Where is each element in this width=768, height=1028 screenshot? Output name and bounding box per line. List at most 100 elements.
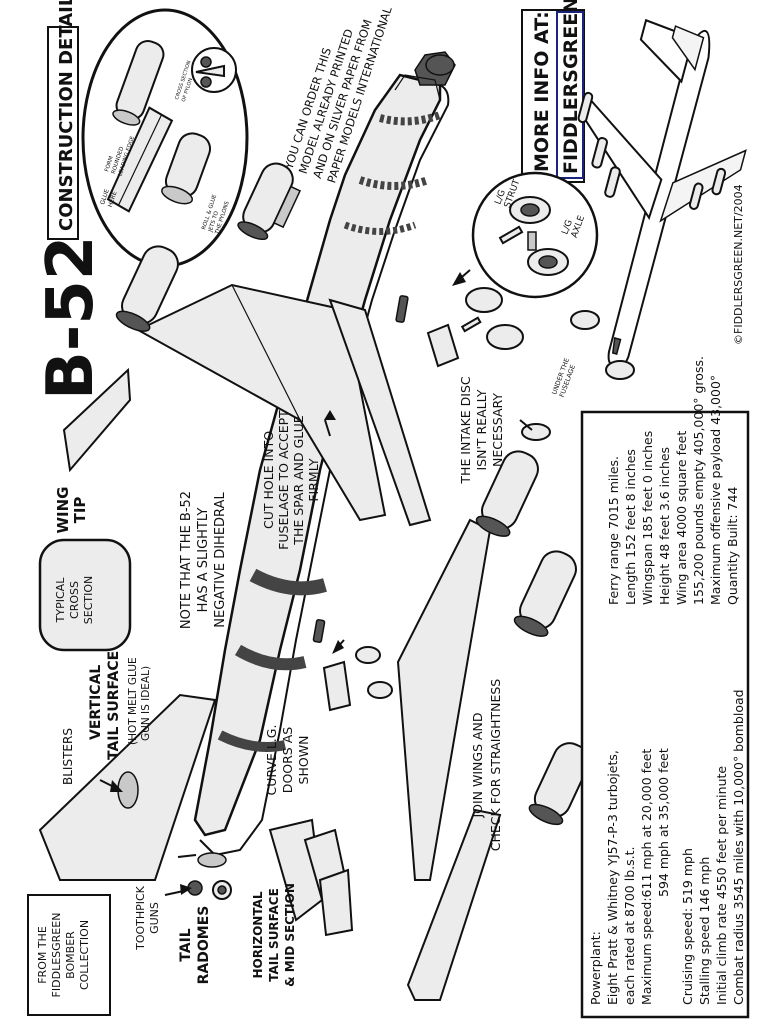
engine-pod-1 bbox=[237, 162, 302, 241]
b52-illustration bbox=[577, 18, 747, 368]
more-info-url[interactable]: FIDDLERSGREEN.NET bbox=[560, 0, 582, 174]
label-dihedral-3: NEGATIVE DIHEDRAL bbox=[213, 492, 228, 628]
spec-left-7: Initial climb rate 4550 feet per minute bbox=[714, 766, 729, 1005]
label-curve-lg-3: SHOWN bbox=[296, 736, 311, 785]
more-info-line1: MORE INFO AT: bbox=[531, 11, 553, 172]
pylon-cross-section bbox=[191, 47, 237, 93]
landing-gear-inset bbox=[471, 171, 599, 299]
construction-inset: FORM ROUNDED LEADING EDGE GLUE HERE ROLL… bbox=[81, 8, 249, 268]
spec-right-3: Height 48 feet 3.6 inches bbox=[657, 447, 672, 605]
title: B-52 bbox=[34, 236, 108, 400]
spec-left-8: Combat radius 3545 miles with 10,000° bo… bbox=[731, 689, 746, 1005]
label-blisters-text: BLISTERS bbox=[61, 728, 75, 785]
label-hot-melt-1: (HOT MELT GLUE bbox=[127, 657, 139, 745]
label-horizontal-2: TAIL SURFACE bbox=[267, 888, 281, 982]
label-tail-radomes: TAIL RADOMES bbox=[178, 906, 212, 985]
label-toothpick-1: TOOTHPICK bbox=[134, 885, 147, 951]
arrows bbox=[99, 269, 533, 896]
label-dihedral-1: NOTE THAT THE B-52 bbox=[179, 491, 194, 629]
spec-right-5: 155,200 pounds empty 405,000° gross. bbox=[691, 356, 706, 605]
label-join-wings-1: JOIN WINGS AND bbox=[470, 712, 485, 818]
label-wing-tip-1: WING bbox=[54, 487, 72, 534]
label-under-fuselage: UNDER THE FUSELAGE bbox=[550, 357, 577, 398]
label-lg-strut-1: L/G bbox=[493, 188, 508, 206]
collection-3: BOMBER bbox=[64, 931, 77, 979]
spec-left-1: Eight Pratt & Whitney YJ57-P-3 turbojets… bbox=[605, 750, 620, 1005]
label-join-wings-2: CHECK FOR STRAIGHTNESS bbox=[488, 679, 503, 852]
label-wing-tip: WING TIP bbox=[54, 487, 89, 534]
label-dihedral-2: HAS A SLIGHTLY bbox=[196, 508, 211, 613]
inset-engine-top bbox=[112, 40, 165, 126]
label-blisters: BLISTERS bbox=[61, 728, 75, 785]
engine-pod-3 bbox=[475, 450, 539, 537]
label-hot-melt: (HOT MELT GLUE GUN IS IDEAL) bbox=[127, 657, 152, 745]
label-intake-2: ISN'T REALLY bbox=[474, 389, 489, 470]
main-wing bbox=[62, 283, 432, 527]
spec-left-0: Powerplant: bbox=[588, 931, 603, 1005]
label-cut-hole-4: FIRMLY bbox=[306, 458, 321, 502]
spec-left-2: each rated at 8700 lb.s.t. bbox=[622, 847, 637, 1005]
label-intake-3: NECESSARY bbox=[490, 393, 505, 467]
spec-left-5: Cruising speed: 519 mph bbox=[680, 848, 695, 1005]
label-lg-axle-1: L/G bbox=[560, 218, 575, 236]
inset-label-score-1: FORM bbox=[104, 155, 115, 172]
label-vertical-tail: VERTICAL TAIL SURFACE bbox=[88, 651, 122, 760]
label-horizontal-tail: HORIZONTAL TAIL SURFACE & MID SECTION bbox=[251, 883, 297, 987]
label-hot-melt-2: GUN IS IDEAL) bbox=[140, 666, 152, 741]
label-curve-lg-1: CURVE L.G. bbox=[264, 725, 279, 796]
label-intake-1: THE INTAKE DISC bbox=[458, 376, 473, 484]
collection-4: COLLECTION bbox=[78, 920, 91, 990]
label-intake-disc: THE INTAKE DISC ISN'T REALLY NECESSARY bbox=[458, 376, 505, 484]
cross-section-3: SECTION bbox=[82, 576, 95, 624]
label-cut-hole-2: FUSELAGE TO ACCEPT bbox=[276, 410, 291, 550]
fuselage bbox=[193, 51, 456, 868]
lower-wing bbox=[396, 518, 502, 1001]
label-radomes-1: TAIL bbox=[178, 928, 194, 962]
collection-box: FROM THE FIDDLESGREEN BOMBER COLLECTION bbox=[27, 894, 111, 1016]
construction-heading: CONSTRUCTION DETAILS bbox=[47, 0, 79, 240]
engine-pod-4 bbox=[513, 550, 577, 637]
spec-right-2: Wingspan 185 feet 0 inches bbox=[640, 431, 655, 605]
construction-heading-text: CONSTRUCTION DETAILS bbox=[56, 0, 77, 231]
label-curve-lg: CURVE L.G. DOORS AS SHOWN bbox=[264, 725, 311, 796]
label-radomes-2: RADOMES bbox=[196, 906, 212, 985]
engine-pod-5 bbox=[528, 742, 591, 826]
inset-wing-section bbox=[106, 106, 174, 213]
label-dihedral: NOTE THAT THE B-52 HAS A SLIGHTLY NEGATI… bbox=[179, 491, 228, 629]
copyright: ©FIDDLERSGREEN.NET/2004 bbox=[732, 184, 745, 345]
inset-label-glue: GLUE HERE bbox=[99, 188, 118, 208]
collection-1: FROM THE bbox=[36, 926, 49, 984]
spec-right-1: Length 152 feet 8 inches bbox=[623, 449, 638, 605]
label-vertical-1: VERTICAL bbox=[88, 665, 104, 740]
spec-left-4: 594 mph at 35,000 feet bbox=[656, 748, 671, 897]
inset-label-glue-1: GLUE bbox=[99, 188, 111, 205]
spec-right-7: Quantity Built: 744 bbox=[725, 487, 740, 605]
label-cut-hole-3: THE SPAR AND GLUE bbox=[291, 415, 306, 545]
specs-box: Powerplant: Eight Pratt & Whitney YJ57-P… bbox=[580, 356, 750, 1019]
cross-section-1: TYPICAL bbox=[54, 577, 67, 624]
label-vertical-2: TAIL SURFACE bbox=[106, 651, 122, 760]
label-curve-lg-2: DOORS AS bbox=[280, 727, 295, 793]
spec-left-6: Stalling speed 146 mph bbox=[697, 857, 712, 1005]
spec-right-4: Wing area 4000 square feet bbox=[674, 431, 689, 605]
label-join-wings: JOIN WINGS AND CHECK FOR STRAIGHTNESS bbox=[470, 679, 503, 852]
label-cut-hole-1: CUT HOLE INTO bbox=[261, 431, 276, 529]
label-horizontal-1: HORIZONTAL bbox=[251, 891, 265, 978]
label-cut-hole: CUT HOLE INTO FUSELAGE TO ACCEPT THE SPA… bbox=[261, 410, 321, 550]
spec-right-0: Ferry range 7015 miles. bbox=[606, 456, 621, 605]
tail-radomes bbox=[187, 880, 232, 900]
label-toothpick: TOOTHPICK GUNS bbox=[134, 885, 161, 951]
vertical-tail bbox=[38, 693, 217, 881]
more-info-box: MORE INFO AT: FIDDLERSGREEN.NET bbox=[521, 0, 585, 183]
label-horizontal-3: & MID SECTION bbox=[283, 883, 297, 987]
collection-2: FIDDLESGREEN bbox=[50, 913, 63, 998]
inset-label-glue-2: HERE bbox=[107, 190, 119, 208]
spec-left-3: Maximum speed:611 mph at 20,000 feet bbox=[639, 749, 654, 1005]
landing-gear-parts bbox=[322, 287, 635, 712]
label-toothpick-2: GUNS bbox=[148, 902, 161, 934]
cross-section-2: CROSS bbox=[68, 581, 81, 619]
horizontal-tail bbox=[268, 818, 354, 937]
engine-pod-2 bbox=[115, 245, 179, 332]
